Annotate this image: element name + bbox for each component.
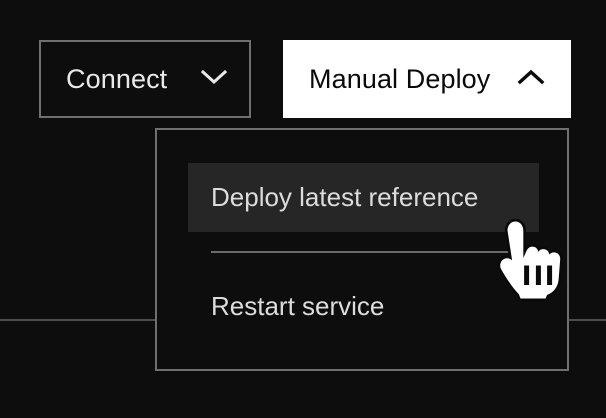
connect-button[interactable]: Connect	[39, 40, 251, 118]
menu-item-deploy-latest-reference[interactable]: Deploy latest reference	[188, 163, 539, 232]
menu-item-label: Restart service	[211, 290, 385, 321]
chevron-down-icon	[200, 69, 228, 90]
menu-item-restart-service[interactable]: Restart service	[188, 283, 539, 329]
menu-separator	[211, 251, 539, 253]
manual-deploy-dropdown-menu: Deploy latest reference Restart service	[155, 128, 569, 371]
manual-deploy-button[interactable]: Manual Deploy	[283, 40, 571, 118]
menu-item-label: Deploy latest reference	[211, 182, 479, 212]
manual-deploy-button-label: Manual Deploy	[309, 63, 491, 94]
chevron-up-icon	[517, 69, 545, 90]
connect-button-label: Connect	[66, 63, 168, 94]
